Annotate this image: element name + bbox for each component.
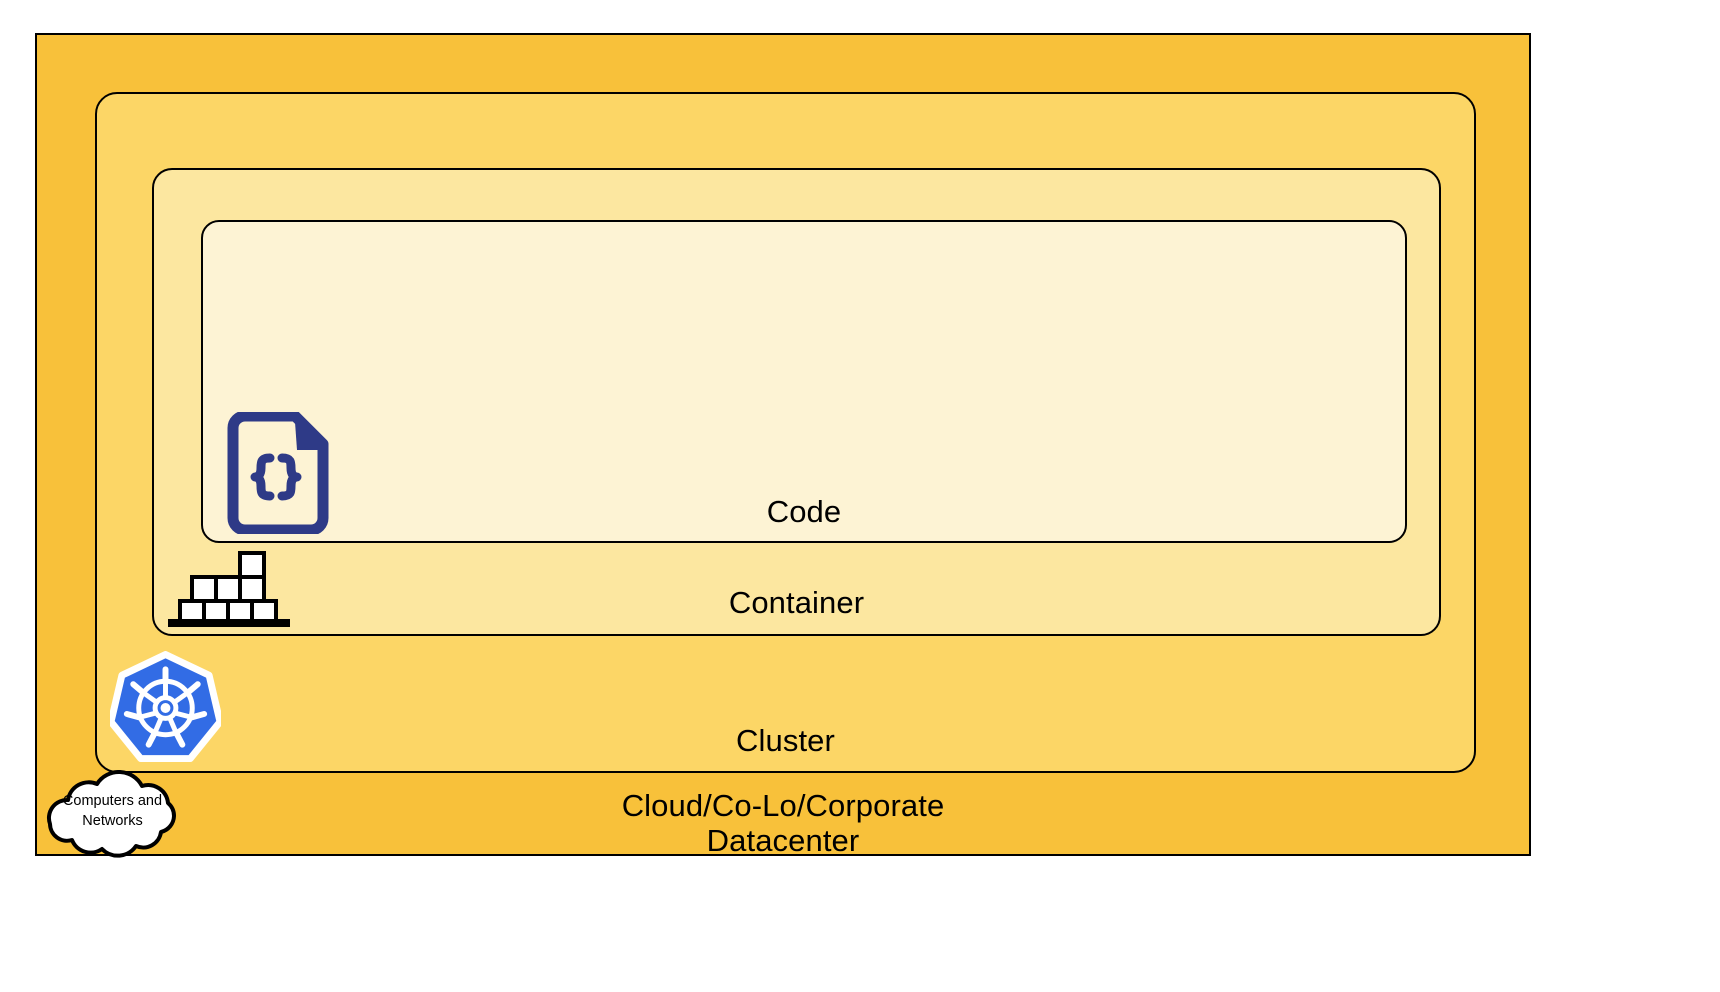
kubernetes-helm-icon [107, 651, 224, 763]
layer-label-cluster: Cluster [736, 723, 835, 758]
layer-label-container: Container [728, 585, 865, 620]
layer-label-code: Code [766, 494, 842, 529]
layer-box-code[interactable] [201, 220, 1407, 543]
code-file-braces-icon [219, 410, 329, 536]
container-stacked-boxes-icon [166, 551, 292, 627]
cloud-computers-and-networks[interactable]: Computers and Networks [30, 770, 195, 862]
layer-label-datacenter: Cloud/Co-Lo/Corporate Datacenter [621, 788, 945, 858]
